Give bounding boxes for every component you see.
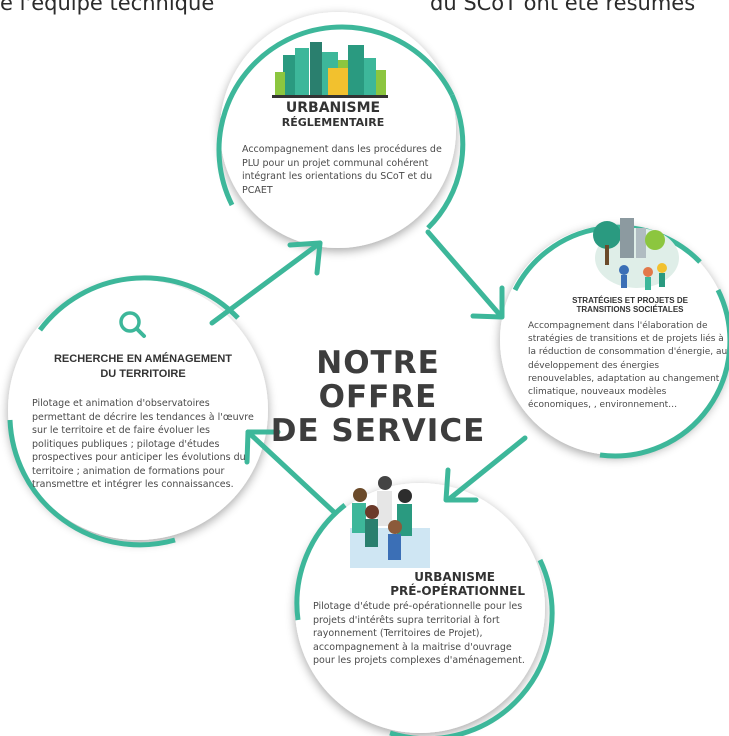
circle-urbanisme-reglementaire bbox=[216, 12, 466, 248]
card-title-urbanisme-reglementaire: URBANISME RÉGLEMENTAIRE bbox=[268, 100, 398, 129]
arrow-reglementaire-to-strategies bbox=[425, 229, 505, 320]
arrow-recherche-to-reglementaire bbox=[209, 240, 323, 326]
header-fragment-right: du SCoT ont été résumés bbox=[430, 0, 696, 15]
arrow-pre-operationnel-to-recherche bbox=[244, 429, 338, 516]
card-body-urbanisme-reglementaire: Accompagnement dans les procédures de PL… bbox=[242, 144, 442, 196]
center-title-line1: NOTRE OFFRE bbox=[316, 345, 440, 415]
header-fragment-left: e l'équipe technique bbox=[0, 0, 215, 15]
card-title-line2: TRANSITIONS SOCIÉTALES bbox=[576, 305, 684, 314]
card-title-line2: DU TERRITOIRE bbox=[100, 368, 186, 380]
card-title-line2: PRÉ-OPÉRATIONNEL bbox=[390, 584, 525, 598]
card-body-pre-operationnel: Pilotage d'étude pré-opérationnelle pour… bbox=[313, 601, 525, 666]
card-body-strategies: Accompagnement dans l'élaboration de str… bbox=[528, 321, 728, 411]
card-body-recherche: Pilotage et animation d'observatoires pe… bbox=[32, 398, 254, 490]
magnifier-icon bbox=[119, 311, 146, 338]
arrow-strategies-to-pre-operationnel bbox=[443, 435, 528, 503]
card-title-pre-operationnel: URBANISME PRÉ-OPÉRATIONNEL bbox=[345, 570, 525, 598]
circle-recherche bbox=[7, 275, 268, 548]
card-title-line1: URBANISME bbox=[285, 100, 381, 116]
center-title: NOTRE OFFRE DE SERVICE bbox=[268, 346, 488, 448]
team-meeting-icon bbox=[350, 476, 430, 568]
center-title-line2: DE SERVICE bbox=[270, 413, 486, 449]
card-title-line1: STRATÉGIES ET PROJETS DE bbox=[572, 296, 688, 305]
card-title-recherche: RECHERCHE EN AMÉNAGEMENT DU TERRITOIRE bbox=[38, 352, 248, 382]
card-title-strategies: STRATÉGIES ET PROJETS DE TRANSITIONS SOC… bbox=[555, 296, 705, 314]
city-buildings-icon bbox=[272, 42, 388, 98]
card-title-line2: RÉGLEMENTAIRE bbox=[281, 116, 385, 129]
green-transition-icon bbox=[593, 218, 679, 290]
card-title-line1: URBANISME bbox=[414, 570, 495, 584]
card-title-line1: RECHERCHE EN AMÉNAGEMENT bbox=[53, 353, 233, 365]
